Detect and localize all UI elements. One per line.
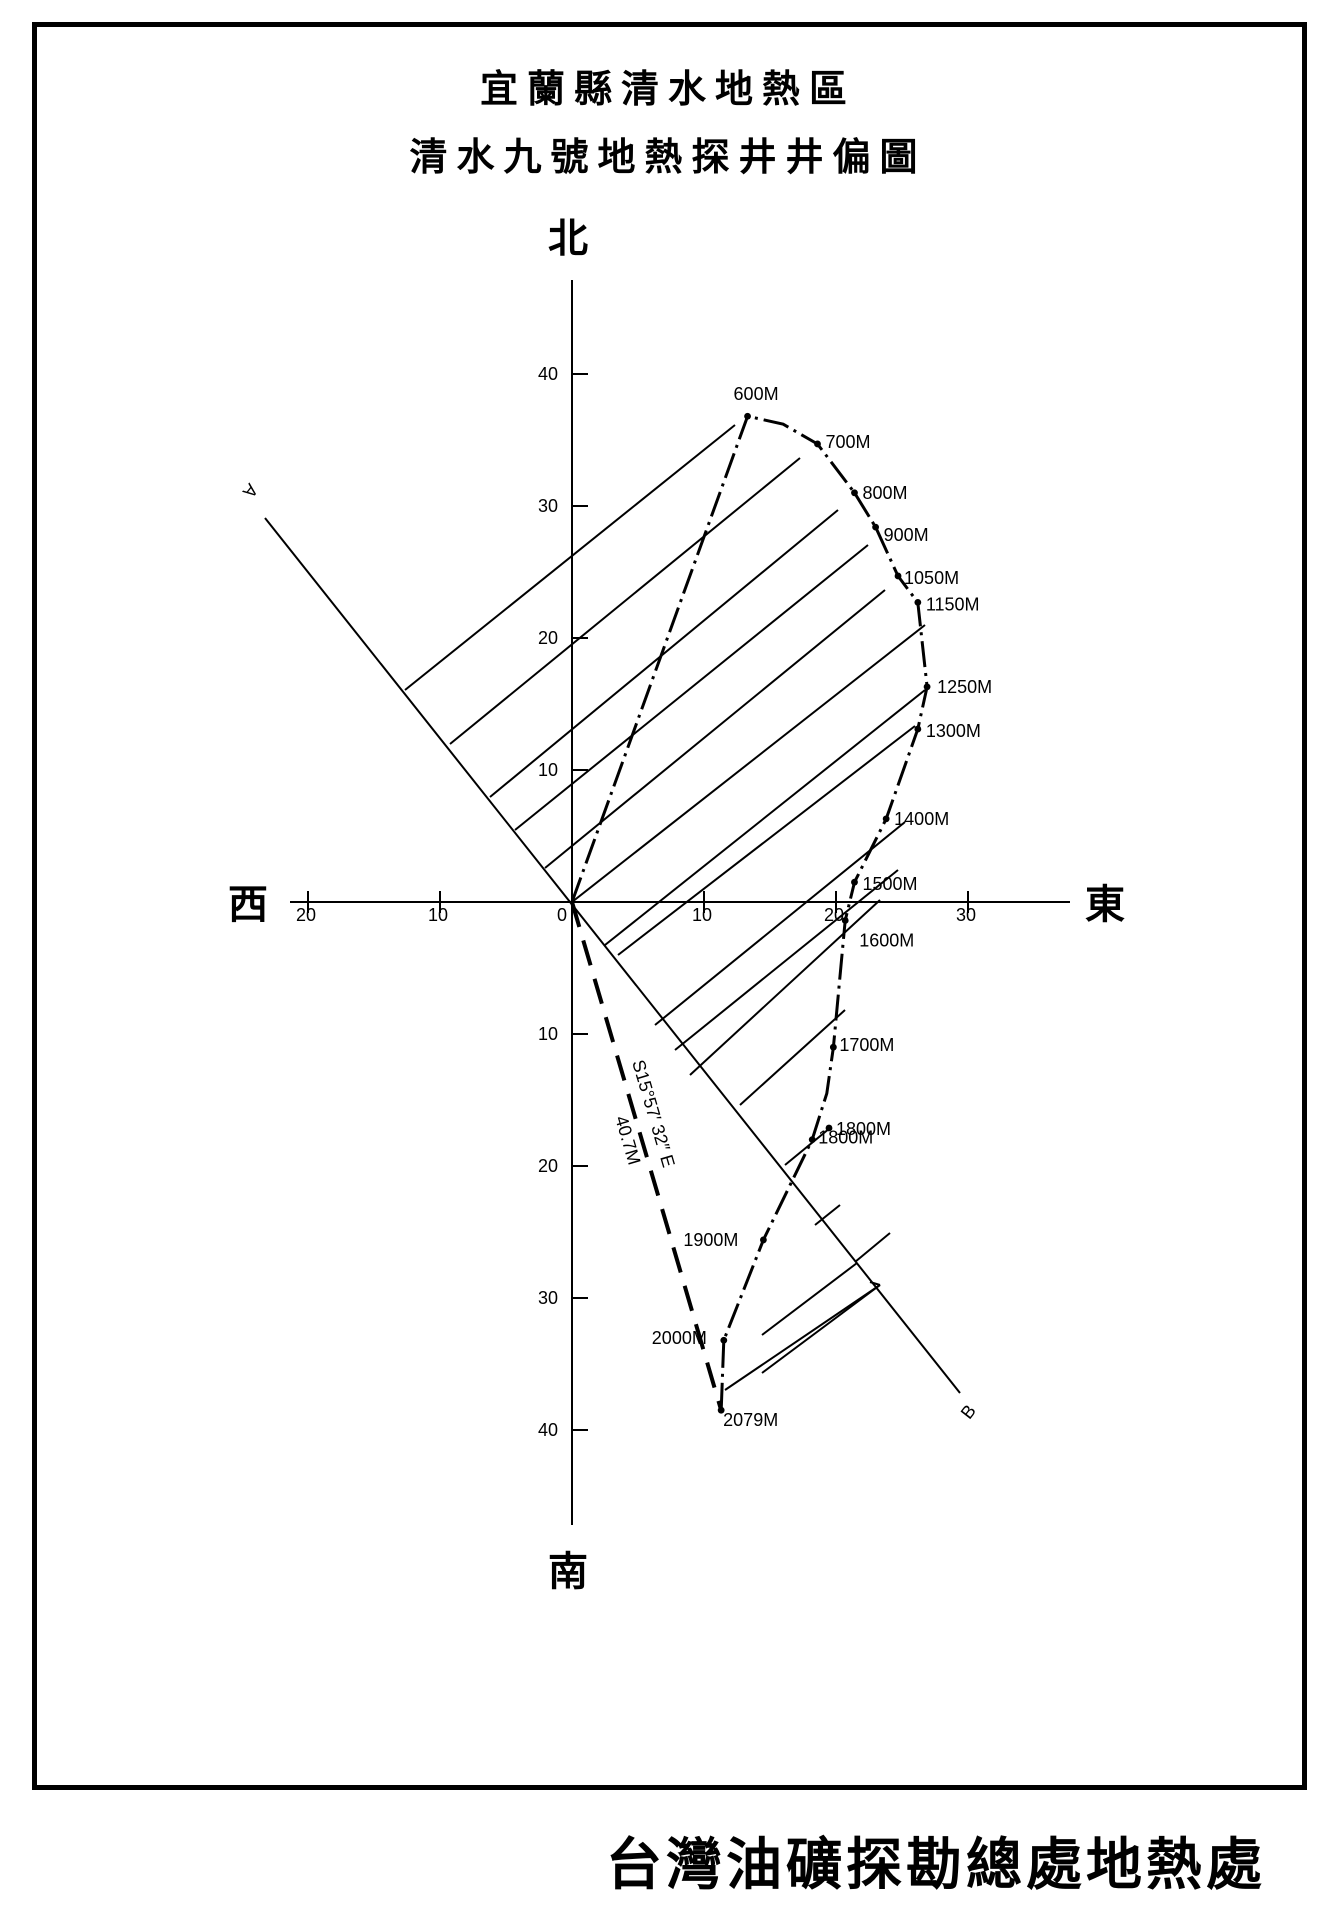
hatch-line [761,1262,858,1336]
depth-marker [825,1124,833,1132]
x-tick-label: 30 [956,905,976,925]
depth-marker [914,725,922,733]
hatch-line [869,1281,881,1286]
y-tick-label: 20 [538,1156,558,1176]
depth-marker [760,1236,767,1244]
depth-marker [894,572,902,580]
south-label: 南 [548,1549,588,1595]
title-line-1: 宜蘭縣清水地熱區 [479,67,856,111]
depth-marker [814,440,821,448]
depth-label-1400M: 1400M [894,809,949,829]
depth-label-2000M: 2000M [652,1328,707,1348]
y-tick-label: 30 [538,1288,558,1308]
well-track-line [570,414,929,1411]
depth-label-1150M: 1150M [926,594,980,614]
drawing-frame [32,22,1307,1790]
y-tick-label: 30 [538,496,558,516]
depth-label-1250M: 1250M [937,677,992,697]
section-label-a: A [239,480,262,502]
y-tick-label: 40 [538,364,558,384]
depth-label-1900M: 1900M [683,1230,738,1250]
north-label: 北 [548,216,588,262]
hatch-line [724,1284,881,1391]
y-tick-label: 20 [538,628,558,648]
depth-marker [829,1043,837,1051]
hatch-line [604,689,926,946]
x-tick-label: 0 [557,905,567,925]
depth-label-1050M: 1050M [904,568,959,588]
depth-marker [720,1336,728,1344]
section-label-b: B [957,1401,980,1423]
depth-label-1800M: 1800M [818,1128,873,1148]
east-label: 東 [1085,882,1125,928]
x-tick-label: 10 [692,905,712,925]
hatch-line [674,869,899,1051]
x-tick-label: 20 [296,905,316,925]
depth-marker [923,683,931,691]
depth-label-1300M: 1300M [926,721,981,741]
y-tick-label: 10 [538,760,558,780]
distance-label: 40.7M [611,1113,644,1167]
hatch-line [761,1284,881,1374]
y-tick-label: 10 [538,1024,558,1044]
depth-marker [851,489,858,497]
depth-marker [744,412,751,420]
hatch-line [739,1009,846,1106]
hatch-line [617,725,916,956]
footer-organization: 台灣油礦探勘總處地熱處 [606,1833,1266,1898]
depth-label-800M: 800M [862,483,907,503]
depth-label-1700M: 1700M [839,1035,894,1055]
west-label: 西 [228,882,268,928]
depth-marker [914,598,922,606]
closure-line [570,901,724,1411]
depth-marker [808,1136,816,1143]
hatch-line [571,624,926,903]
x-tick-label: 20 [824,905,844,925]
depth-marker [882,815,890,823]
depth-label-1500M: 1500M [862,874,917,894]
depth-label-700M: 700M [826,432,871,452]
hatch-line [689,899,881,1076]
depth-label-900M: 900M [884,525,929,545]
hatch-line [449,457,801,745]
hatch-line [514,544,869,831]
depth-label-2079M: 2079M [723,1410,778,1430]
hatch-line [404,424,736,691]
x-tick-label: 10 [428,905,448,925]
hatch-line [489,509,839,798]
hatch-line [654,821,906,1026]
depth-marker [841,917,849,924]
y-tick-label: 40 [538,1420,558,1440]
depth-label-600M: 600M [734,384,779,404]
section-line-ab [264,517,961,1394]
hatch-line [854,1232,891,1263]
depth-marker [851,878,858,886]
depth-label-1600M: 1600M [859,930,914,950]
title-line-2: 清水九號地熱探井井偏圖 [409,135,927,179]
depth-marker [872,523,879,531]
depth-label-1800M: 1800M [836,1119,891,1139]
hatch-line [814,1204,841,1226]
hatch-line [544,589,886,869]
